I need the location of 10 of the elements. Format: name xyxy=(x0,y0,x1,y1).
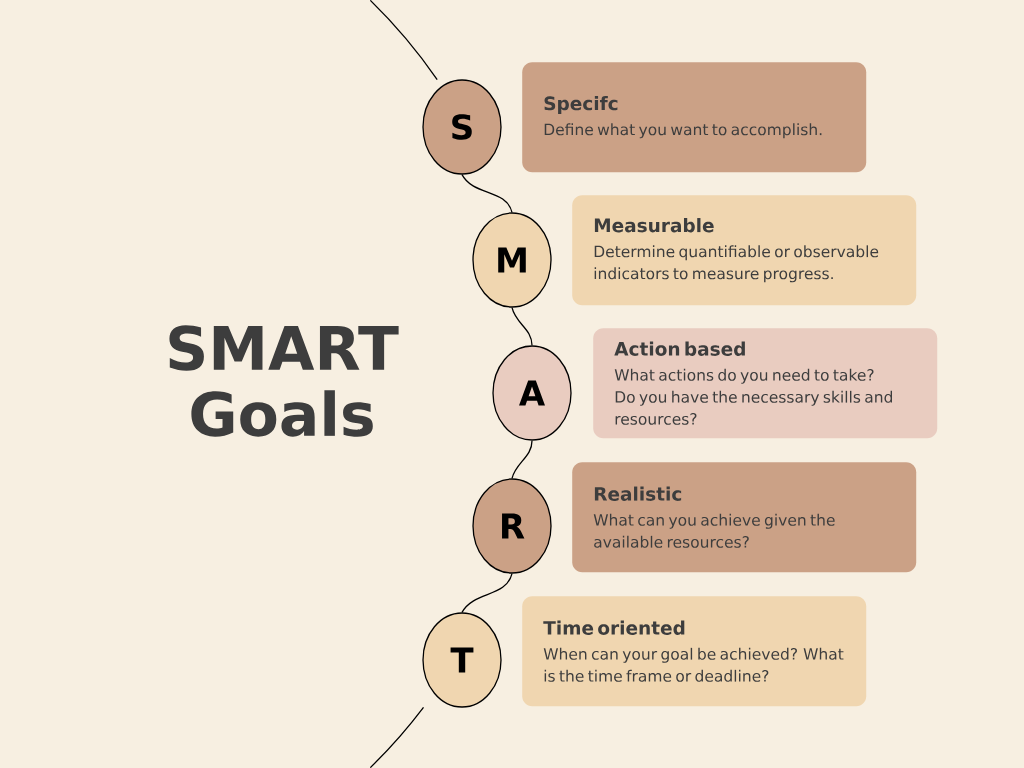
text-card: Realistic What can you achieve given the available resources? xyxy=(572,462,917,573)
text-card: Measurable Determine quantifiable or observable indicators to measure progress. xyxy=(572,195,917,306)
arc-line xyxy=(461,174,513,213)
arc-line xyxy=(461,573,513,613)
arc-line xyxy=(511,440,533,479)
title: SMART Goals xyxy=(169,325,399,437)
text-card: Specifc Define what you want to accomplish. xyxy=(522,62,867,173)
arc-line xyxy=(511,307,533,346)
text-card: Action based What actions do you need to take? Do you have the necessary skills and resources? xyxy=(593,328,938,439)
text-card: Time oriented When can your goal be achieved? What is the time frame or deadline? xyxy=(522,596,867,707)
